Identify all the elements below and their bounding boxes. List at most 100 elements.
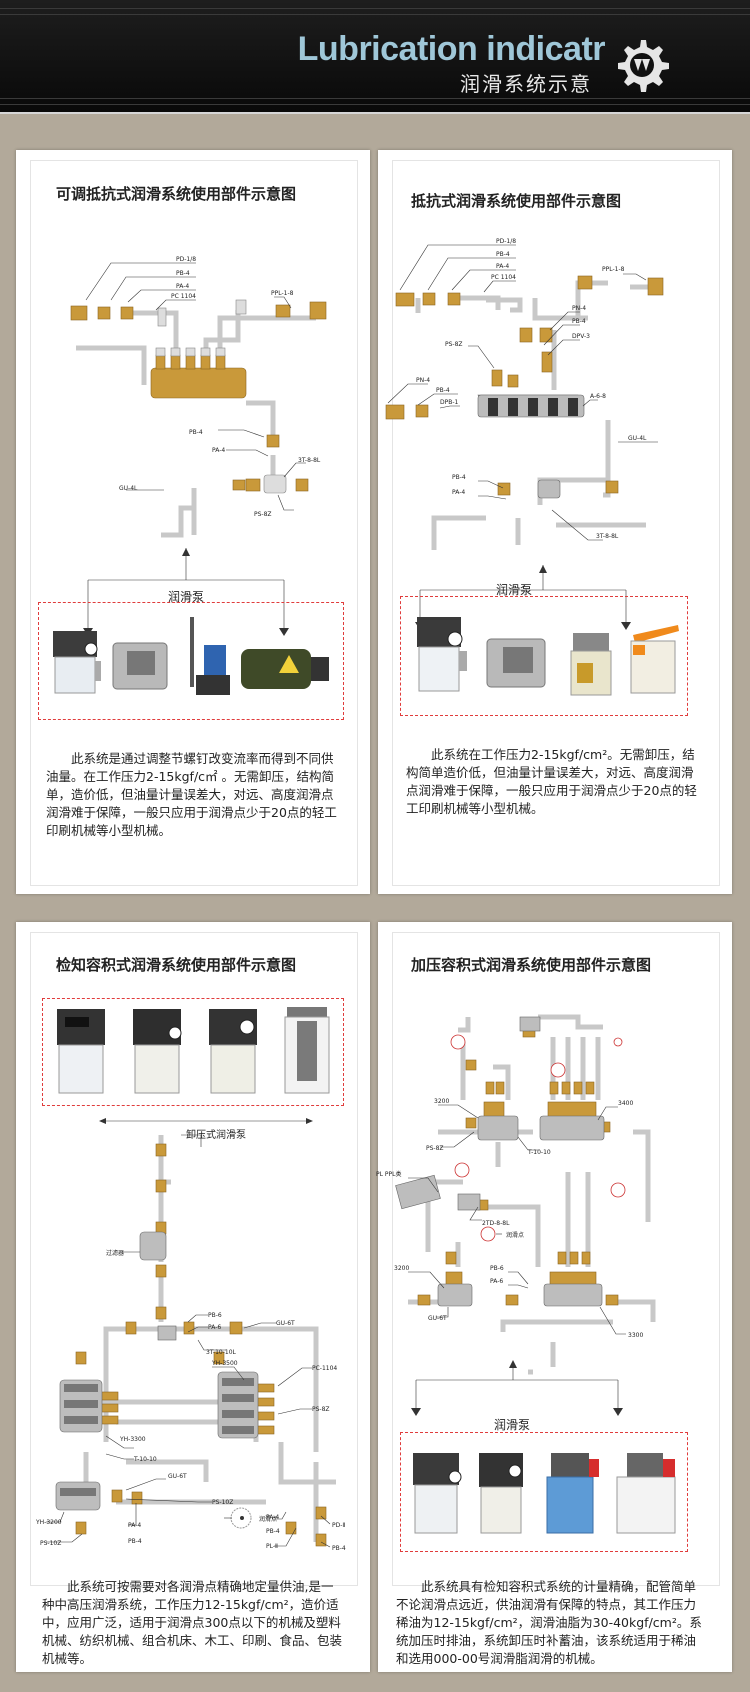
label-pc1104: PC-1104	[312, 1365, 337, 1372]
label-pb4-d: PB-4	[452, 474, 466, 481]
pump-image	[616, 1453, 676, 1534]
diagram-pressurized-volumetric: 3200 3400 PS-8Z T-10-10 PL PPL类 2TD-8-8L…	[376, 1014, 656, 1416]
label-pb4-b: PB-4	[189, 429, 203, 436]
label-pd18: PD-1/8	[176, 256, 196, 263]
label-lube-point: 润滑点	[506, 1231, 524, 1239]
label-pa4: PA-4	[496, 263, 509, 270]
pump-image	[112, 642, 168, 690]
pump-image	[57, 1009, 105, 1094]
diagram-detecting-volumetric: 卸压式润滑泵 过滤器 PB-6 PA-6 GU-6T 3T-10-10L YH-…	[35, 1118, 346, 1552]
panel-pressurized-volumetric: 加压容积式润滑系统使用部件示意图	[376, 922, 732, 1672]
label-t1010: T-10-10	[133, 1456, 157, 1463]
pump-image	[630, 625, 679, 694]
label-3300: 3300	[628, 1332, 643, 1339]
panel-description: 此系统在工作压力2-15kgf/cm²。无需卸压，结构简单造价低，但油量计量误差…	[406, 747, 697, 816]
label-pd2: PD-Ⅱ	[332, 1522, 345, 1529]
diagram-adjustable-resistance: PD-1/8 PB-4 PA-4 PC 1104 PPL-1-8 PB-4 PA…	[70, 256, 327, 636]
label-ppl18: PPL-1-8	[602, 266, 625, 273]
label-pn4: PN-4	[572, 305, 586, 312]
label-pc1104: PC 1104	[491, 274, 516, 281]
pump-image	[209, 1009, 257, 1094]
label-yh3500: YH-3500	[211, 1360, 238, 1367]
pump-image	[413, 1453, 462, 1534]
label-ps8z: PS-8Z	[445, 341, 463, 348]
label-pa4-b: PA-4	[212, 447, 225, 454]
label-3200-b: 3200	[394, 1265, 409, 1272]
label-gu6t-b: GU-6T	[168, 1473, 187, 1480]
label-ps8z: PS-8Z	[426, 1145, 444, 1152]
pump-image	[241, 649, 329, 689]
label-3t88l: 3T-8-8L	[596, 533, 619, 540]
label-gu6t: GU-6T	[428, 1315, 447, 1322]
label-pd18: PD-1/8	[496, 238, 516, 245]
pump-group-box	[400, 596, 688, 716]
pump-group-box	[38, 602, 344, 720]
label-ps8z: PS-8Z	[312, 1406, 330, 1413]
label-ps10z-b: PS-10Z	[40, 1540, 61, 1547]
pump-image	[190, 617, 230, 695]
label-dpv3: DPV-3	[572, 333, 590, 340]
label-t1010: T-10-10	[527, 1149, 551, 1156]
label-filter: 过滤器	[106, 1249, 124, 1257]
label-pb6: PB-6	[208, 1312, 222, 1319]
label-ps10z: PS-10Z	[212, 1499, 233, 1506]
label-pa4: PA-4	[176, 283, 189, 290]
panel-title: 可调抵抗式润滑系统使用部件示意图	[56, 185, 297, 203]
label-gu6t: GU-6T	[276, 1320, 295, 1327]
label-gu4l: GU-4L	[119, 485, 138, 492]
pump-image	[53, 631, 101, 694]
pump-image	[133, 1009, 182, 1094]
label-pb4: PB-4	[128, 1538, 142, 1545]
label-pa6: PA-6	[490, 1278, 503, 1285]
label-pb4-c: PB-4	[332, 1545, 346, 1552]
label-lube-point: 润滑点	[259, 1515, 277, 1523]
label-pl-ppl: PL PPL类	[376, 1170, 401, 1178]
label-yh3200: YH-3200	[35, 1519, 62, 1526]
label-ps8z: PS-8Z	[254, 511, 272, 518]
label-pb6: PB-6	[490, 1265, 504, 1272]
label-pb4-b: PB-4	[266, 1528, 280, 1535]
panel-description: 此系统可按需要对各润滑点精确地定量供油,是一种中高压润滑系统，工作压力12-15…	[42, 1579, 343, 1666]
panel-adjustable-resistance: 可调抵抗式润滑系统使用部件示意图 PD-1/	[16, 150, 370, 894]
label-3400: 3400	[618, 1100, 633, 1107]
pump-image	[417, 617, 467, 692]
panel-resistance: 抵抗式润滑系统使用部件示意图	[378, 150, 732, 894]
label-gu4l: GU-4L	[628, 435, 647, 442]
label-2td88l: 2TD-8-8L	[482, 1220, 510, 1227]
label-pn4-b: PN-4	[416, 377, 430, 384]
label-ppl18: PPL-1-8	[271, 290, 294, 297]
label-pa4-b: PA-4	[452, 489, 465, 496]
panel-detecting-volumetric: 检知容积式润滑系统使用部件示意图	[16, 922, 370, 1672]
header-title: Lubrication indicatr	[297, 30, 606, 68]
page-header: Lubrication indicatr 润滑系统示意	[0, 0, 750, 114]
label-pb4-b: PB-4	[572, 318, 586, 325]
label-pb4: PB-4	[176, 270, 190, 277]
label-pl2: PL-Ⅱ	[266, 1543, 278, 1550]
pump-label: 润滑泵	[496, 583, 533, 597]
pump-image	[486, 638, 546, 688]
label-pa4-b: PA-4	[266, 1514, 279, 1521]
label-pb4: PB-4	[496, 251, 510, 258]
panel-description: 此系统是通过调整节螺钉改变流率而得到不同供油量。在工作压力2-15kgf/c㎡ …	[46, 751, 337, 838]
label-pc1104: PC 1104	[171, 293, 196, 300]
pump-image	[284, 1007, 330, 1094]
label-pa4: PA-4	[128, 1522, 141, 1529]
label-dpb1: DPB-1	[440, 399, 459, 406]
label-a68: A-6-8	[590, 393, 606, 400]
label-3t88l: 3T-8-8L	[298, 457, 321, 464]
panel-description: 此系统具有检知容积式系统的计量精确，配管简单不论润滑点远近，供油润滑有保障的特点…	[396, 1579, 702, 1666]
pump-group-box	[42, 998, 344, 1106]
label-yh3300: YH-3300	[119, 1436, 146, 1443]
pump-group-box	[400, 1432, 688, 1552]
label-pb4-c: PB-4	[436, 387, 450, 394]
pump-image	[570, 633, 612, 696]
label-relief-pump: 卸压式润滑泵	[186, 1128, 246, 1141]
label-3200: 3200	[434, 1098, 449, 1105]
header-subtitle: 润滑系统示意	[460, 72, 592, 96]
pump-label: 润滑泵	[494, 1418, 531, 1432]
label-pa6: PA-6	[208, 1324, 221, 1331]
panel-title: 加压容积式润滑系统使用部件示意图	[411, 956, 652, 974]
gear-logo-icon	[618, 40, 669, 92]
panel-title: 检知容积式润滑系统使用部件示意图	[56, 956, 297, 974]
pump-image	[479, 1453, 523, 1534]
